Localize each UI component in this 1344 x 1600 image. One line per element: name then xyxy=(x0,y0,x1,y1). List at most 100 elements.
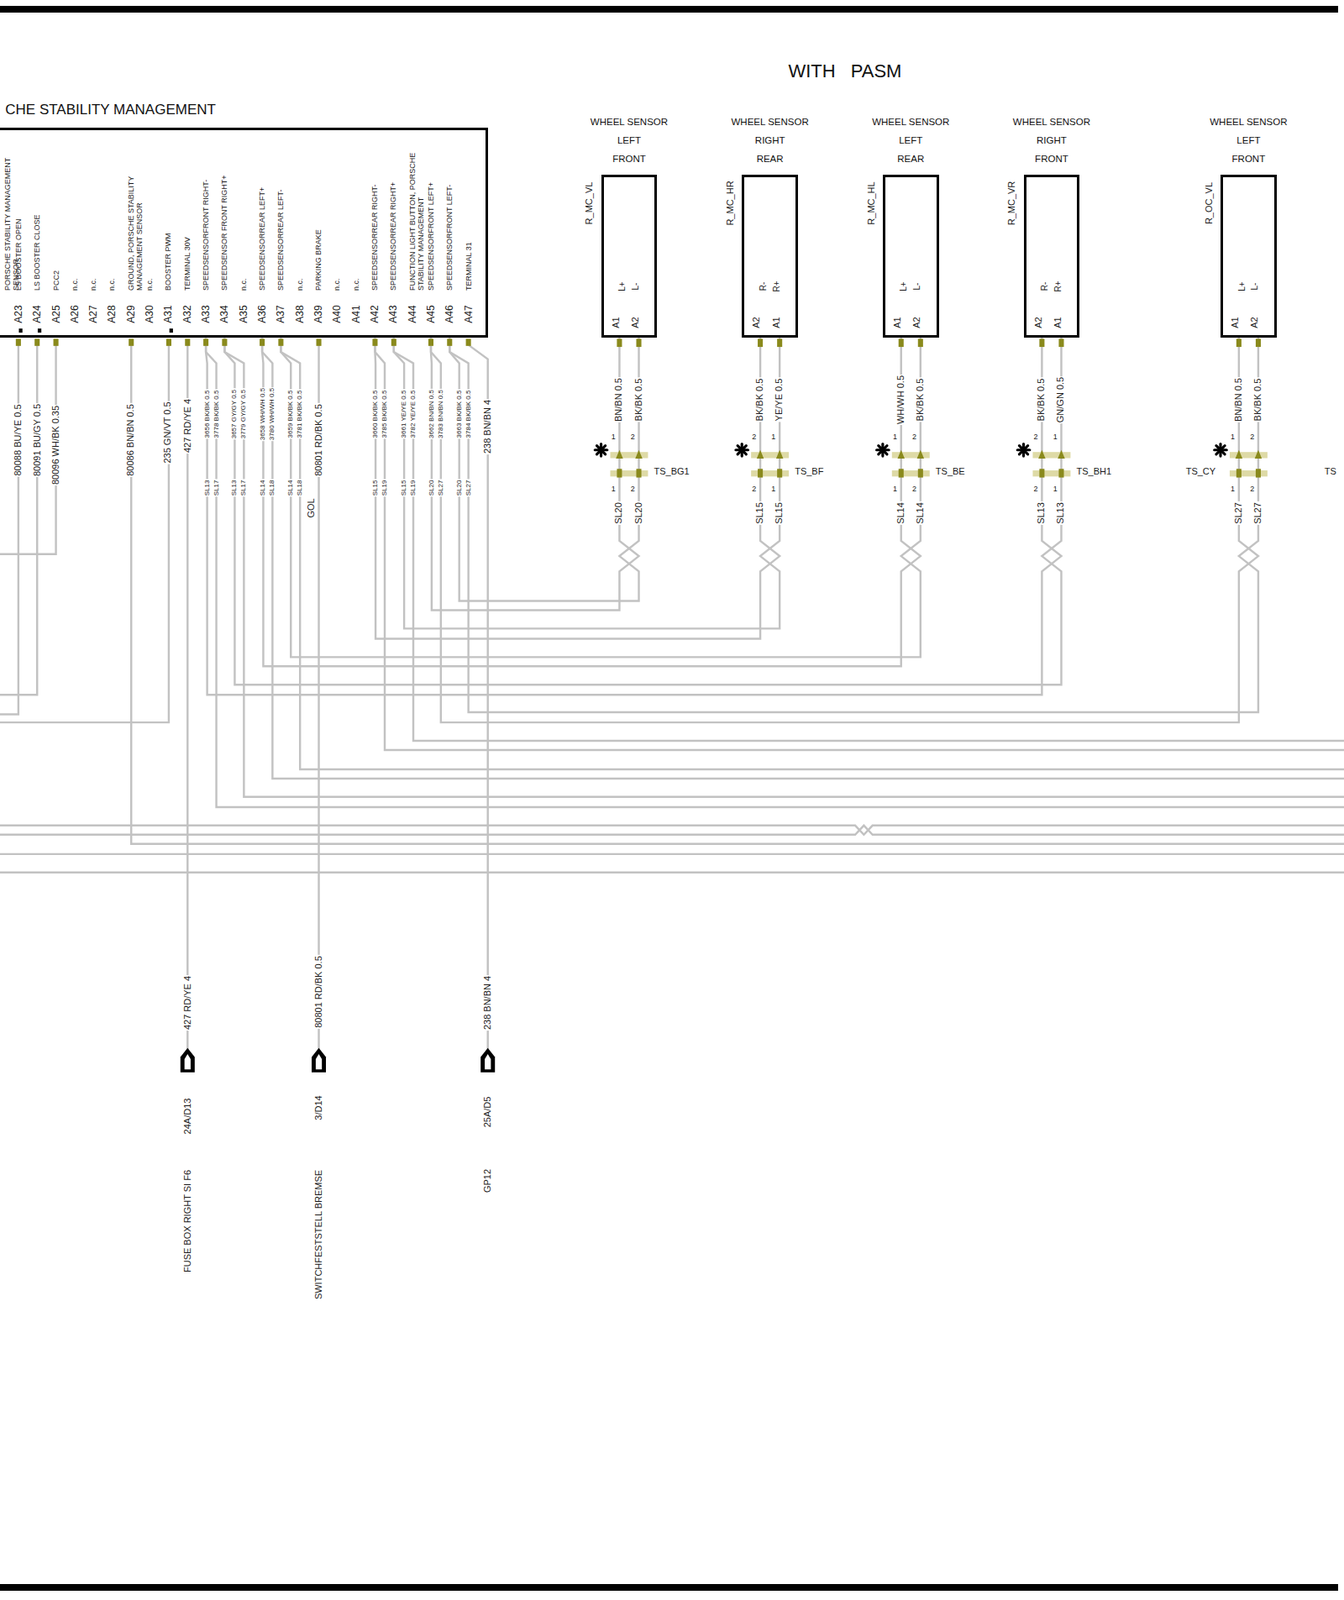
sensor-heading: WHEEL SENSOR xyxy=(567,112,692,132)
pin-number: A27 xyxy=(88,304,100,324)
pin-function: L+ xyxy=(1237,281,1247,293)
cavity-number: 2 xyxy=(750,485,757,494)
heading-block: WHEEL SENSORLEFT FRONT xyxy=(1186,112,1311,168)
wire-label: BN/BN 0.5 xyxy=(614,377,625,423)
cavity-number: 1 xyxy=(770,433,777,441)
pin-number: A1 xyxy=(892,315,903,329)
splice-code: SL13 xyxy=(203,478,210,497)
wire-label: GN/GN 0.5 xyxy=(1056,376,1067,424)
pin-name: SPEEDSENSORFRONT RIGHT- xyxy=(201,132,210,291)
wire-label: 427 RD/YE 4 xyxy=(183,975,194,1031)
wire xyxy=(0,825,1344,835)
pin-stub xyxy=(184,338,190,347)
frame-bar xyxy=(0,1584,1339,1591)
splice-code: SL14 xyxy=(259,478,267,497)
terminal-symbol xyxy=(311,1048,326,1073)
wire xyxy=(0,871,1344,874)
pin-mark xyxy=(169,328,174,333)
pin-stub xyxy=(259,338,265,347)
pin-name: n.c. xyxy=(332,132,342,291)
heading-block: WHEEL SENSORLEFT REAR xyxy=(849,112,973,168)
pin-number: A45 xyxy=(425,304,437,324)
connector-name: TS_BG1 xyxy=(653,467,691,478)
sensor-connector xyxy=(876,338,930,478)
section-title: WITH PASM xyxy=(787,60,902,83)
sensor-heading: LEFT REAR xyxy=(897,131,924,168)
pin-number: A43 xyxy=(388,304,399,324)
splice-code: SL13 xyxy=(1056,501,1067,525)
frame-bar xyxy=(0,5,1339,13)
wire-label: 238 BN/BN 4 xyxy=(483,975,494,1031)
pin-name: PARKING BRAKE xyxy=(314,132,323,291)
pin-name: n.c. xyxy=(145,132,154,291)
pin-number: A23 xyxy=(13,304,25,324)
pin-number: A44 xyxy=(406,304,418,324)
component-code: R_MC_VL xyxy=(584,180,595,226)
pin-function: L+ xyxy=(899,281,909,293)
cavity-number: 1 xyxy=(892,485,898,494)
pin-stub xyxy=(166,338,172,347)
splice-code: SL14 xyxy=(915,501,926,525)
terminal-name: FUSE BOX RIGHT SI F6 xyxy=(183,1169,194,1274)
pin-number: A1 xyxy=(1230,315,1241,329)
cavity-number: 2 xyxy=(630,433,636,441)
pin-number: A1 xyxy=(771,315,783,329)
pin-name: SPEEDSENSORREAR LEFT+ xyxy=(257,132,267,291)
pin-number: A2 xyxy=(1250,315,1261,329)
cavity-number: 2 xyxy=(911,433,918,441)
wire-label: BK/BK 0.5 xyxy=(634,378,645,423)
connector-group xyxy=(205,337,1259,723)
terminal-name: SWITCHFESTSTELL BREMSE xyxy=(314,1169,325,1301)
pin-number: A37 xyxy=(275,304,287,324)
sensor-wire xyxy=(430,337,640,610)
wire-label: BK/BK 0.5 xyxy=(915,378,926,423)
pin-number: A24 xyxy=(31,304,43,324)
pin-number: A42 xyxy=(369,304,381,324)
pin-name: SPEEDSENSORREAR RIGHT- xyxy=(370,132,379,291)
pin-number: A25 xyxy=(50,304,62,324)
sensor-heading: RIGHT REAR xyxy=(755,131,786,168)
pin-function: L- xyxy=(913,282,923,292)
component-code: R_MC_HR xyxy=(725,179,736,226)
pin-stub xyxy=(15,338,21,347)
symbol-group xyxy=(15,328,1268,1073)
splice-code: SL27 xyxy=(1233,501,1245,525)
component-code: R_OC_VL xyxy=(1204,181,1215,226)
wire-label: 427 RD/YE 4 xyxy=(183,397,194,453)
pin-number: A30 xyxy=(144,304,156,324)
connector-name: TS_BH1 xyxy=(1075,467,1113,478)
pin-name: TERMINAL 31 xyxy=(464,132,473,291)
pin-number: A26 xyxy=(69,304,81,324)
pin-name: BOOSTER PWM xyxy=(163,132,173,291)
sensor-wire xyxy=(449,337,1259,713)
wire-label: 235 GN/VT 0.5 xyxy=(163,401,174,465)
splice-code: SL18 xyxy=(268,478,276,497)
cavity-number: 2 xyxy=(1033,433,1040,441)
wire xyxy=(374,345,1344,751)
wire-label: 80091 BU/GY 0.5 xyxy=(32,403,43,478)
pin-stub xyxy=(466,338,472,347)
splice-code: SL17 xyxy=(212,478,220,497)
pin-number: A36 xyxy=(257,304,268,324)
wire xyxy=(0,825,1344,835)
pin-mark xyxy=(37,328,42,333)
splice-code: SL20 xyxy=(455,478,462,497)
cavity-number: 1 xyxy=(770,485,777,494)
cavity-number: 1 xyxy=(1229,485,1236,494)
wire-label: 3662 BN/BN 0.5 xyxy=(428,388,436,440)
pin-name: LS BOOSTER OPEN xyxy=(14,132,23,291)
pin-number: A38 xyxy=(294,304,305,324)
wheel-sensor: WHEEL SENSORLEFT REAR xyxy=(882,174,940,338)
pin-function: L+ xyxy=(618,281,628,293)
pin-stub xyxy=(53,338,59,347)
terminal-name: GP12 xyxy=(483,1168,494,1194)
cavity-number: 1 xyxy=(1229,433,1236,441)
wire-label: 3778 BK/BK 0.5 xyxy=(212,389,220,440)
wire-label: WH/WH 0.5 xyxy=(896,374,907,426)
wire-label: YE/YE 0.5 xyxy=(774,378,785,423)
pin-number: A29 xyxy=(126,304,137,324)
wire-label: BK/BK 0.5 xyxy=(755,378,766,423)
wire xyxy=(131,345,1344,845)
wire-label: 3656 BK/BK 0.5 xyxy=(203,389,210,440)
terminal-symbol xyxy=(480,1048,495,1073)
